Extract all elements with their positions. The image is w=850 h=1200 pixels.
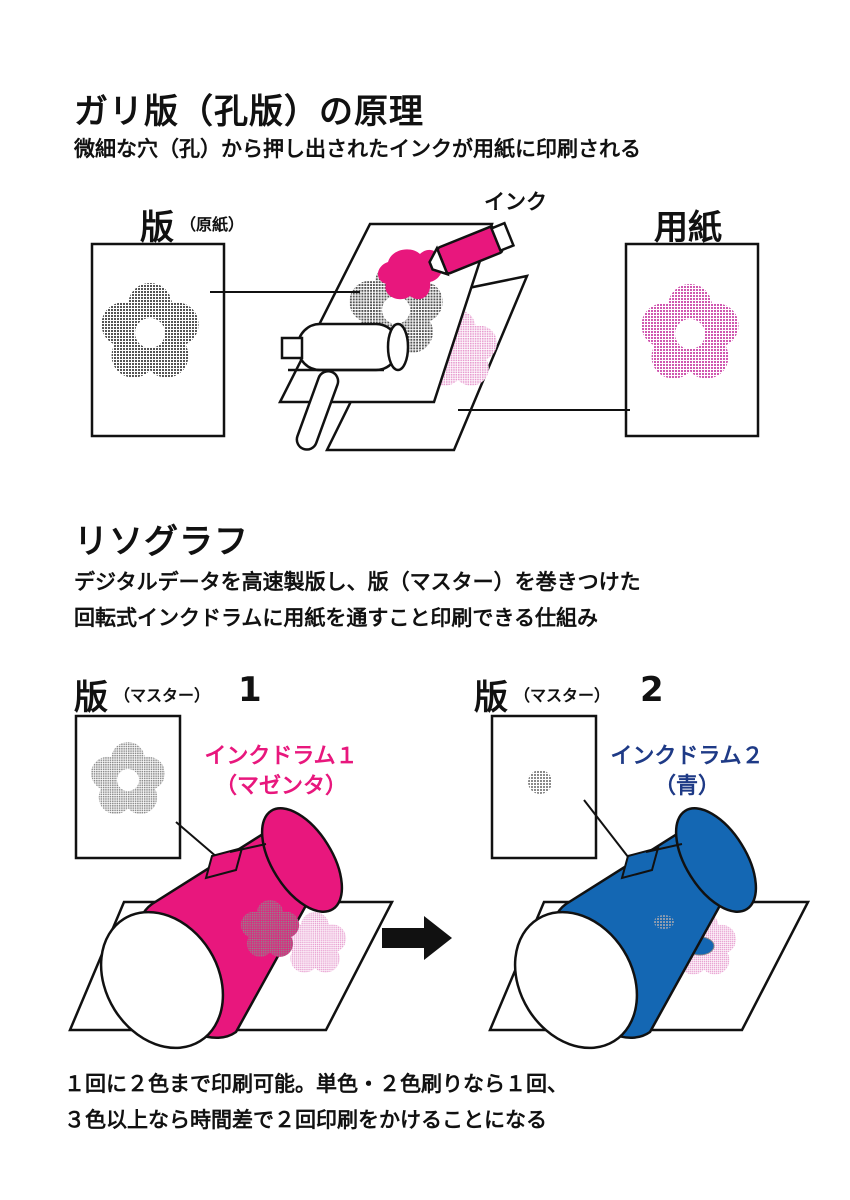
- master1-label: 版: [74, 678, 108, 718]
- ink-drum-2: [513, 807, 758, 1050]
- plate-label: 版: [140, 208, 174, 248]
- printed-paper: [624, 242, 760, 438]
- mimeograph-title: ガリ版（孔版）の原理: [74, 92, 424, 132]
- ink-roller: [280, 322, 410, 451]
- drum1-label-line1: インクドラム１: [204, 744, 358, 769]
- master2-sublabel: （マスター）: [514, 686, 611, 705]
- master1-number: 1: [238, 670, 262, 710]
- ink-drum-1: [99, 807, 344, 1050]
- process-arrow: [382, 916, 452, 960]
- master1-sheet: [74, 714, 182, 860]
- ink-tube: [428, 221, 516, 277]
- ink-blob: [377, 249, 443, 300]
- mimeograph-subtitle: 微細な穴（孔）から押し出されたインクが用紙に印刷される: [74, 137, 641, 161]
- drum1-label-line2: （マゼンタ）: [214, 774, 347, 799]
- master1-sublabel: （マスター）: [114, 686, 211, 705]
- drum2-label: インクドラム２ （青）: [602, 742, 772, 802]
- note-line2: ３色以上なら時間差で２回印刷をかけることになる: [64, 1108, 547, 1132]
- device-stencil-image: [349, 262, 443, 353]
- master2-number: 2: [640, 670, 664, 710]
- drum2-label-line1: インクドラム２: [610, 744, 764, 769]
- master2-label: 版: [474, 678, 508, 718]
- note-line1: １回に２色まで印刷可能。単色・２色刷りなら１回、: [64, 1072, 568, 1096]
- drum2-label-line2: （青）: [653, 774, 720, 799]
- risograph-description-line2: 回転式インクドラムに用紙を通すこと印刷できる仕組み: [74, 606, 598, 630]
- master2-sheet: [490, 714, 598, 860]
- drum1-label: インクドラム１ （マゼンタ）: [196, 742, 366, 802]
- risograph-description-line1: デジタルデータを高速製版し、版（マスター）を巻きつけた: [74, 570, 641, 594]
- plate-sublabel: （原紙）: [180, 215, 245, 234]
- paper-label: 用紙: [654, 208, 722, 248]
- risograph-title: リソグラフ: [74, 522, 249, 562]
- master2-leader-line: [583, 799, 633, 863]
- stencil-sheet: [90, 242, 226, 438]
- ink-label: インク: [484, 190, 547, 214]
